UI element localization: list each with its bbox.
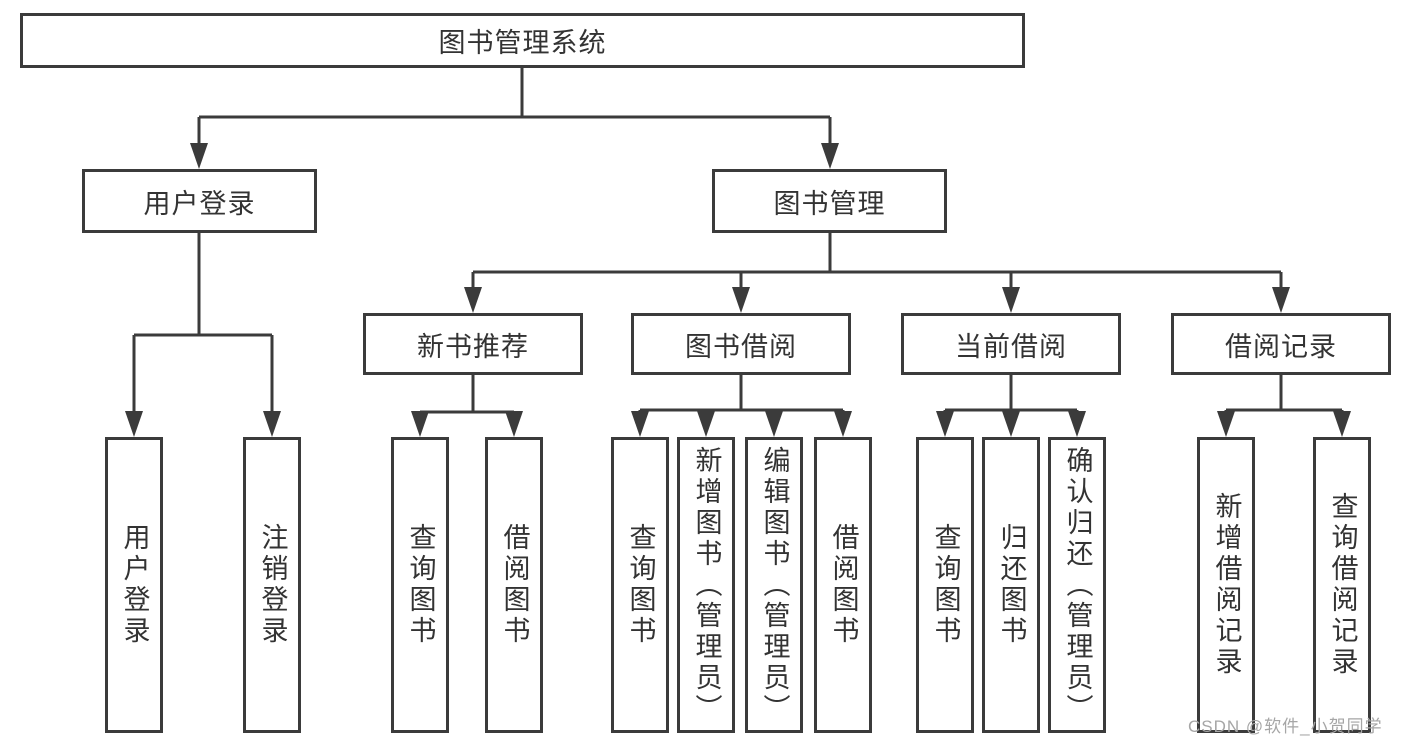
node-label: 借阅图书 <box>499 523 530 647</box>
node-add-books-admin: 新增图书（管理员） <box>677 437 735 733</box>
node-edit-books-admin: 编辑图书（管理员） <box>745 437 803 733</box>
node-label: 查询图书 <box>405 523 436 647</box>
node-book-borrowing: 图书借阅 <box>631 313 851 375</box>
connector-current-borrowing-children <box>936 375 1086 437</box>
node-label: 用户登录 <box>143 188 256 219</box>
connector-borrowing-records-children <box>1217 375 1351 437</box>
node-label: 确认归还（管理员） <box>1062 445 1093 725</box>
node-current-borrowing: 当前借阅 <box>901 313 1121 375</box>
node-label: 新增借阅记录 <box>1211 492 1242 678</box>
node-label: 用户登录 <box>119 523 150 647</box>
node-library-management-system: 图书管理系统 <box>20 13 1025 68</box>
node-confirm-return-admin: 确认归还（管理员） <box>1048 437 1106 733</box>
node-label: 图书管理 <box>773 188 886 219</box>
csdn-watermark: CSDN @软件_小贺同学 <box>1188 717 1383 736</box>
node-logout: 注销登录 <box>243 437 301 733</box>
node-label: 编辑图书（管理员） <box>759 445 790 725</box>
node-book-management: 图书管理 <box>712 169 947 233</box>
node-label: 新书推荐 <box>417 331 529 362</box>
node-label: 当前借阅 <box>955 331 1067 362</box>
node-borrow-books-borrowing: 借阅图书 <box>814 437 872 733</box>
node-label: 注销登录 <box>257 523 288 647</box>
node-label: 归还图书 <box>996 523 1027 647</box>
node-query-borrow-record: 查询借阅记录 <box>1313 437 1371 733</box>
node-query-books-borrowing: 查询图书 <box>611 437 669 733</box>
node-return-books: 归还图书 <box>982 437 1040 733</box>
node-borrowing-records: 借阅记录 <box>1171 313 1391 375</box>
node-new-book-recommendation: 新书推荐 <box>363 313 583 375</box>
connector-book-borrowing-children <box>631 375 852 437</box>
node-user-login: 用户登录 <box>82 169 317 233</box>
node-borrow-books-recommend: 借阅图书 <box>485 437 543 733</box>
node-query-books-recommend: 查询图书 <box>391 437 449 733</box>
node-query-books-current: 查询图书 <box>916 437 974 733</box>
node-add-borrow-record: 新增借阅记录 <box>1197 437 1255 733</box>
node-label: 借阅图书 <box>828 523 859 647</box>
node-label: 新增图书（管理员） <box>691 445 722 725</box>
node-label: 查询图书 <box>930 523 961 647</box>
connector-new-book-children <box>411 375 523 437</box>
node-label: 借阅记录 <box>1225 331 1337 362</box>
node-user-login-leaf: 用户登录 <box>105 437 163 733</box>
connector-book-management-children <box>464 233 1290 313</box>
node-label: 图书管理系统 <box>438 28 607 58</box>
node-label: 图书借阅 <box>685 331 797 362</box>
connector-user-login-children <box>125 233 281 437</box>
connector-root-to-level2 <box>190 68 839 169</box>
node-label: 查询图书 <box>625 523 656 647</box>
node-label: 查询借阅记录 <box>1327 492 1358 678</box>
